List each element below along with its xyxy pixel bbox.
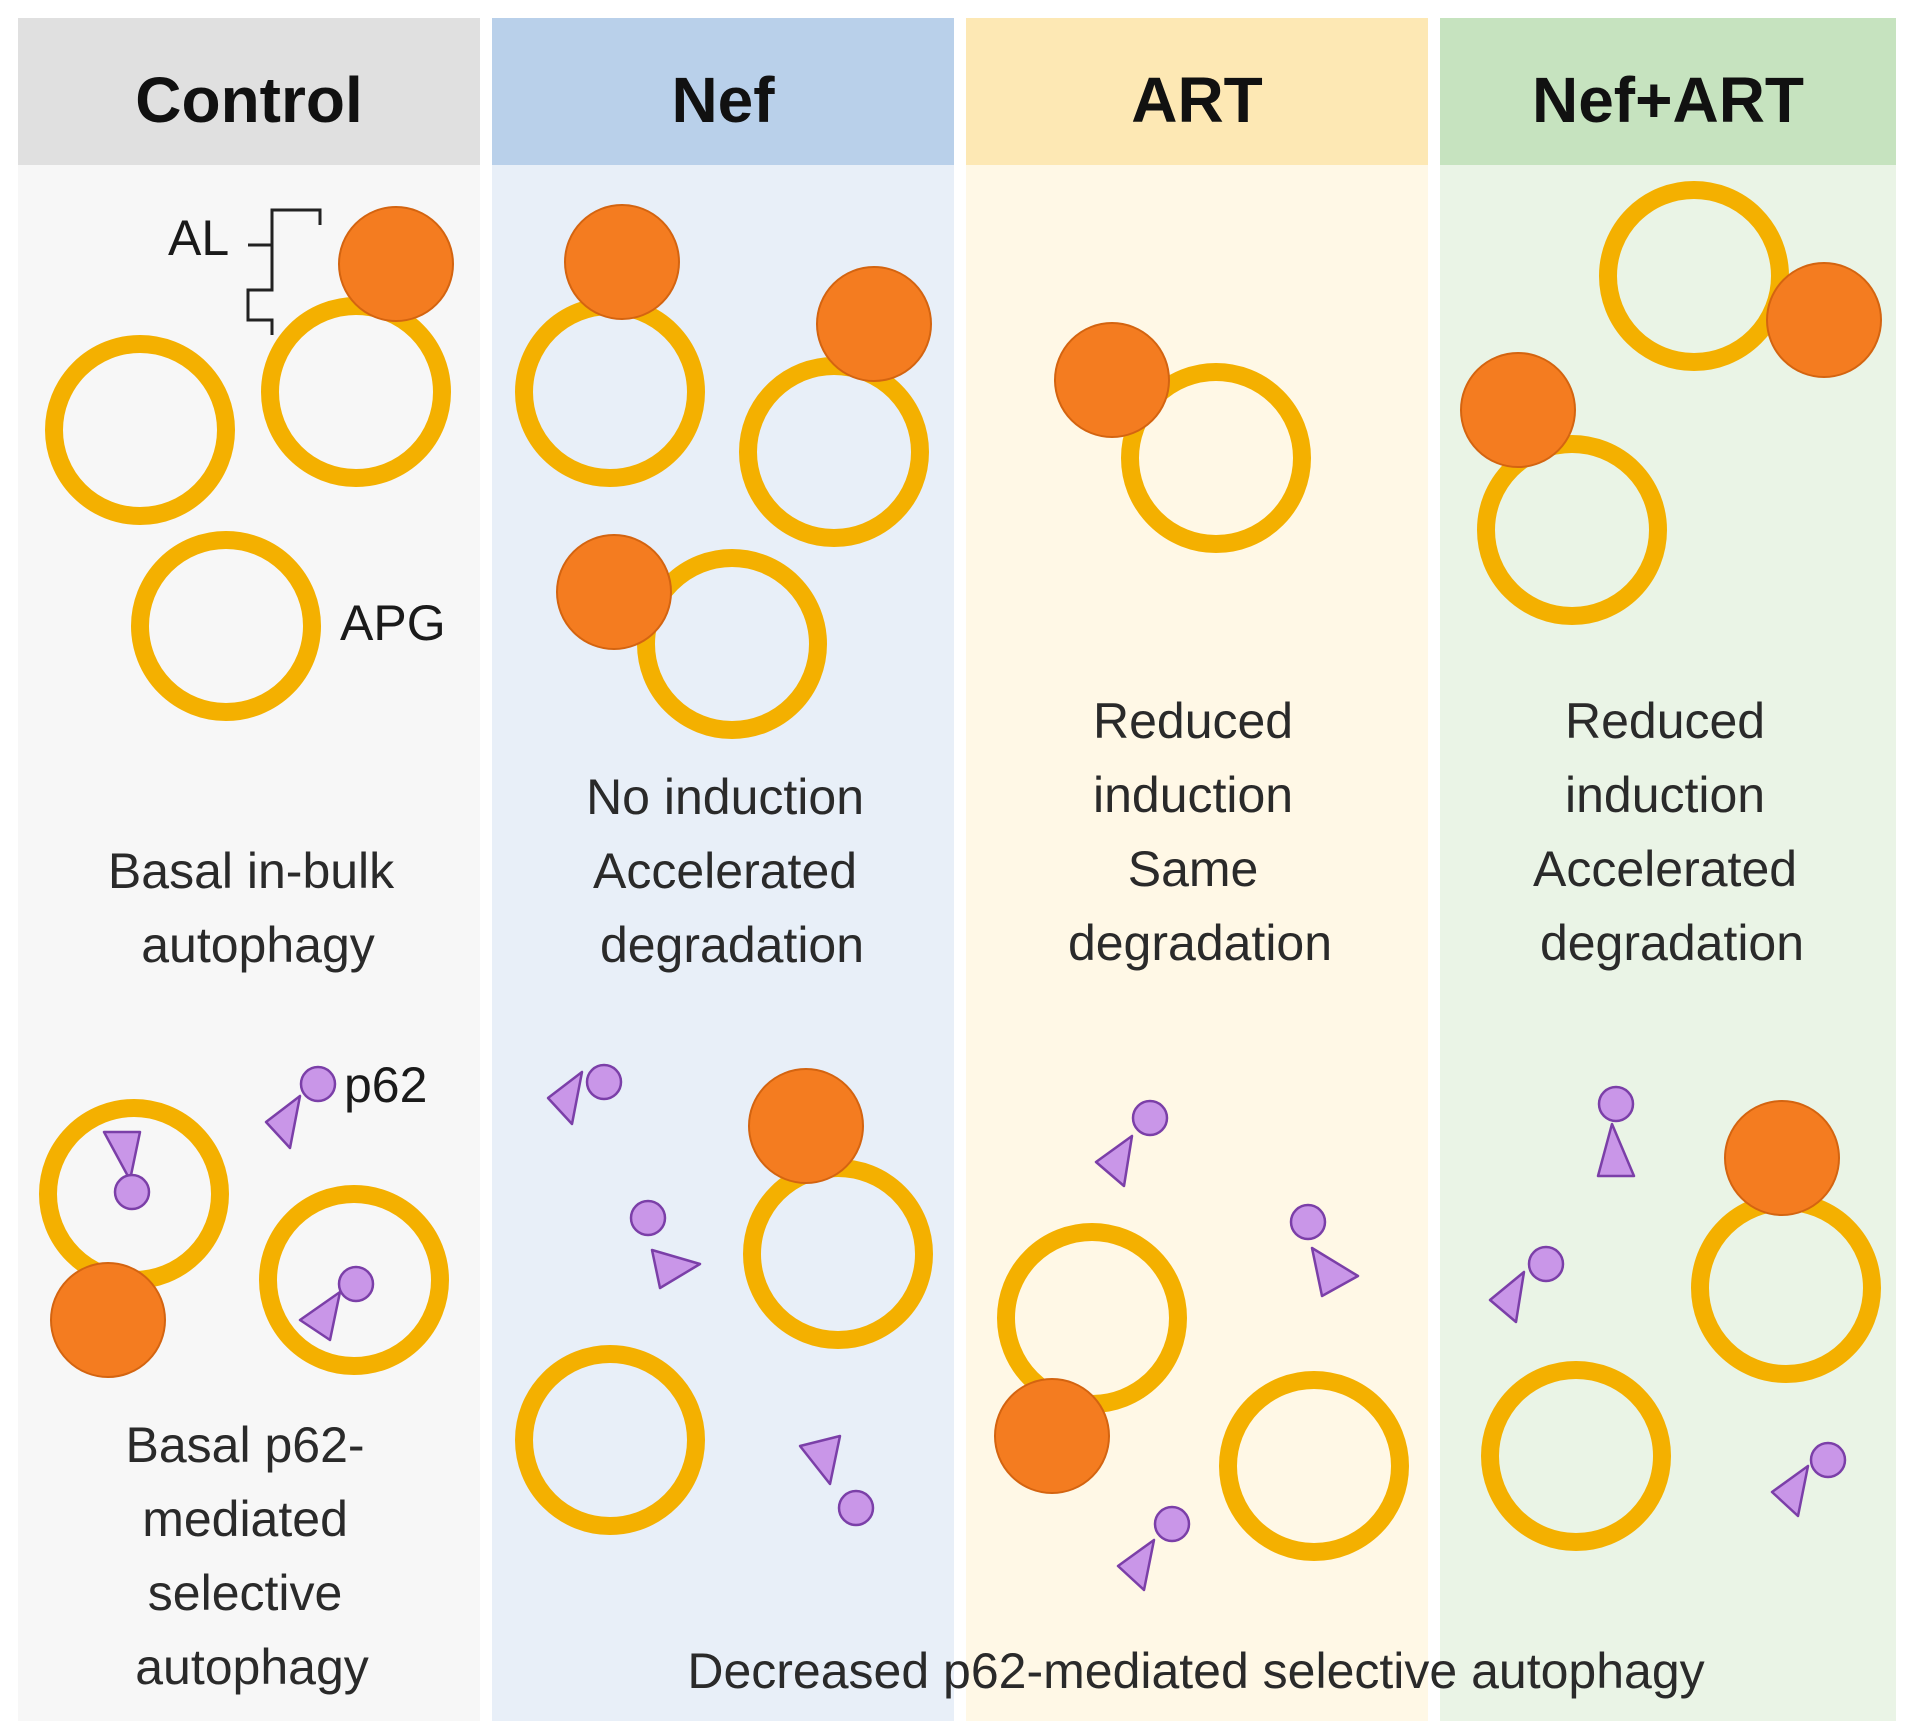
caption-line: No induction (586, 769, 864, 825)
p62-protein (1289, 1203, 1360, 1298)
caption-bottom-control: Basal p62- mediated selective autophagy (126, 1417, 379, 1695)
column-nef: Nef (492, 18, 954, 1721)
lysosome (748, 1068, 864, 1184)
apg-label: APG (340, 595, 446, 651)
autophagosome (515, 1345, 705, 1535)
caption-top-art: Reduced induction Same degradation (1068, 693, 1332, 971)
p62-protein (798, 1434, 875, 1527)
autophagosome (1599, 181, 1789, 371)
autophagosome (1477, 435, 1667, 625)
art-top-drawings (1054, 322, 1311, 553)
caption-line: Same (1128, 841, 1259, 897)
p62-protein (1094, 1099, 1169, 1188)
caption-line: induction (1565, 767, 1765, 823)
autophagosome (131, 531, 321, 721)
caption-top-nef: No induction Accelerated degradation (586, 769, 878, 973)
lysosome (1460, 352, 1576, 468)
p62-protein (629, 1199, 702, 1290)
lysosome (1766, 262, 1882, 378)
p62-protein (1116, 1505, 1191, 1592)
header-art: ART (1131, 64, 1263, 136)
lysosome (1724, 1100, 1840, 1216)
autophagosome (1121, 363, 1311, 553)
p62-protein (546, 1063, 623, 1126)
autophagosome (637, 549, 827, 739)
caption-line: degradation (600, 917, 864, 973)
lysosome (1054, 322, 1170, 438)
header-nef-art: Nef+ART (1532, 64, 1804, 136)
p62-protein (1488, 1245, 1565, 1324)
lysosome (564, 204, 680, 320)
caption-top-nef-art: Reduced induction Accelerated degradatio… (1533, 693, 1811, 971)
autophagosome (45, 335, 235, 525)
caption-line: degradation (1068, 915, 1332, 971)
nef-top-drawings (515, 204, 932, 739)
p62-label: p62 (344, 1057, 427, 1113)
lysosome (994, 1378, 1110, 1494)
header-control: Control (135, 64, 363, 136)
control-bottom-drawings: p62 (39, 1057, 449, 1378)
control-top-drawings: AL APG (45, 206, 454, 721)
caption-line: degradation (1540, 915, 1804, 971)
shared-caption: Decreased p62-mediated selective autopha… (687, 1643, 1704, 1699)
lysosome (556, 534, 672, 650)
p62-protein (264, 1065, 337, 1150)
caption-line: Accelerated (593, 843, 857, 899)
caption-line: autophagy (141, 917, 375, 973)
header-bg-control (18, 18, 480, 165)
caption-line: selective (148, 1565, 343, 1621)
caption-line: mediated (142, 1491, 348, 1547)
lysosome (338, 206, 454, 322)
caption-line: induction (1093, 767, 1293, 823)
autophagosome (1481, 1361, 1671, 1551)
p62-protein (298, 1265, 375, 1342)
panel-control (18, 165, 480, 1721)
panel-nef (492, 165, 954, 1721)
al-bracket (246, 208, 322, 335)
nef-art-top-drawings (1460, 181, 1882, 625)
caption-line: Basal in-bulk (108, 843, 395, 899)
lysosome (50, 1262, 166, 1378)
p62-protein (1596, 1085, 1636, 1178)
caption-line: Reduced (1093, 693, 1293, 749)
caption-line: autophagy (135, 1639, 369, 1695)
column-control: Control (18, 18, 480, 1721)
p62-protein (1770, 1441, 1847, 1518)
caption-line: Accelerated (1533, 841, 1797, 897)
nef-bottom-drawings (515, 1063, 933, 1535)
al-label: AL (168, 210, 229, 266)
p62-protein (102, 1130, 151, 1211)
caption-top-control: Basal in-bulk autophagy (108, 843, 408, 973)
caption-line: Basal p62- (126, 1417, 365, 1473)
lysosome (816, 266, 932, 382)
caption-line: Reduced (1565, 693, 1765, 749)
header-bg-nef-art (1440, 18, 1896, 165)
autophagosome (259, 1185, 449, 1375)
header-bg-nef (492, 18, 954, 165)
art-bottom-drawings (994, 1099, 1409, 1592)
autophagosome (1219, 1371, 1409, 1561)
header-nef: Nef (671, 64, 775, 136)
header-bg-art (966, 18, 1428, 165)
nef-art-bottom-drawings (1481, 1085, 1881, 1551)
